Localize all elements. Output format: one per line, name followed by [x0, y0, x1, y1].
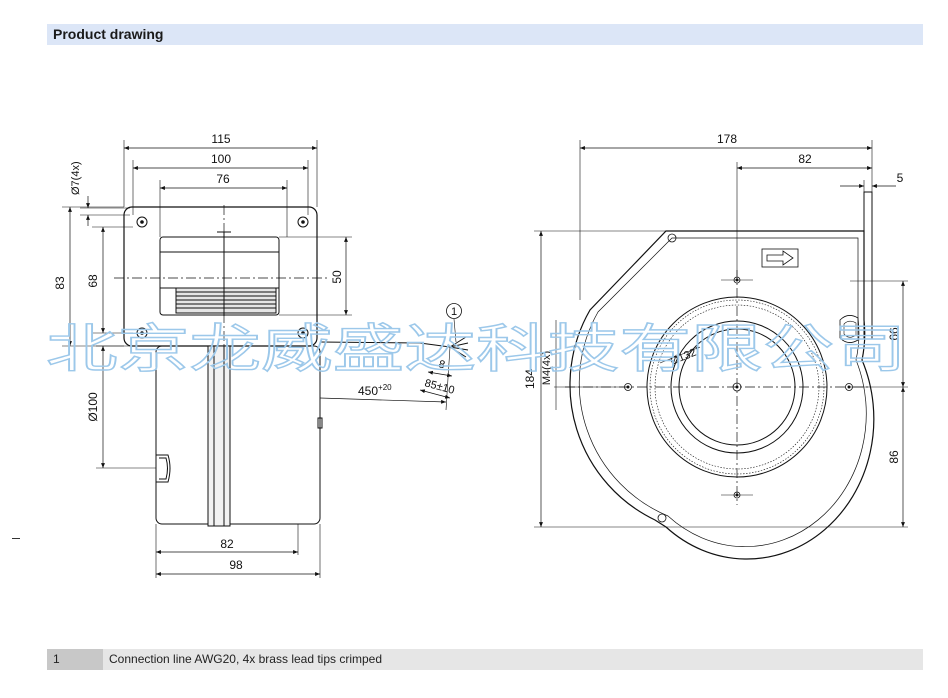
dim-178: 178	[717, 132, 737, 146]
section-header: Product drawing	[47, 24, 923, 45]
motor-body	[155, 345, 321, 525]
dim-184: 184	[523, 369, 537, 389]
callout-1: 1	[451, 306, 457, 318]
legend-number: 1	[53, 652, 60, 666]
dim-hole-dia: Ø7(4x)	[70, 161, 82, 195]
mount-hole-bl	[136, 327, 148, 339]
dim-82-side: 82	[798, 152, 812, 166]
dim-5: 5	[897, 171, 904, 185]
legend-number-cell: 1	[47, 649, 103, 670]
dim-8: 8	[437, 358, 446, 371]
outlet-flange	[863, 191, 873, 340]
dim-68: 68	[86, 274, 100, 288]
watermark: 北京龙威盛达科技有限公司	[46, 321, 906, 379]
blower-outlet	[159, 236, 280, 316]
dim-50: 50	[330, 270, 344, 284]
mount-hole-tl	[136, 216, 148, 228]
dim-82-bottom: 82	[220, 537, 234, 551]
dim-line-450	[319, 397, 447, 404]
dim-dia-100: Ø100	[86, 392, 100, 422]
dim-86: 86	[887, 450, 901, 464]
dim-83: 83	[53, 276, 67, 290]
dim-100: 100	[211, 152, 231, 166]
legend-row: 1 Connection line AWG20, 4x brass lead t…	[47, 649, 923, 670]
legend-text: Connection line AWG20, 4x brass lead tip…	[109, 652, 383, 666]
dim-66: 66	[887, 327, 901, 341]
dim-m4: M4(4x)	[541, 351, 553, 385]
mount-hole-br	[297, 327, 309, 339]
direction-arrow-icon	[766, 250, 794, 266]
margin-tick	[12, 538, 20, 539]
dim-450: 450+20	[358, 383, 392, 398]
front-view	[62, 140, 469, 578]
dim-85: 85±10	[423, 377, 456, 396]
direction-arrow-box	[761, 248, 799, 268]
volute-housing	[569, 230, 875, 560]
side-view	[534, 140, 908, 560]
dim-76: 76	[216, 172, 230, 186]
section-title: Product drawing	[53, 26, 164, 42]
cable	[319, 341, 451, 348]
dim-98: 98	[229, 558, 243, 572]
side-view-labels: 178 82 5 184 M4(4x) Ø132 66 86	[523, 132, 904, 464]
dim-115: 115	[211, 132, 230, 146]
mount-hole-tr	[297, 216, 309, 228]
callout-1-circle	[446, 303, 462, 319]
